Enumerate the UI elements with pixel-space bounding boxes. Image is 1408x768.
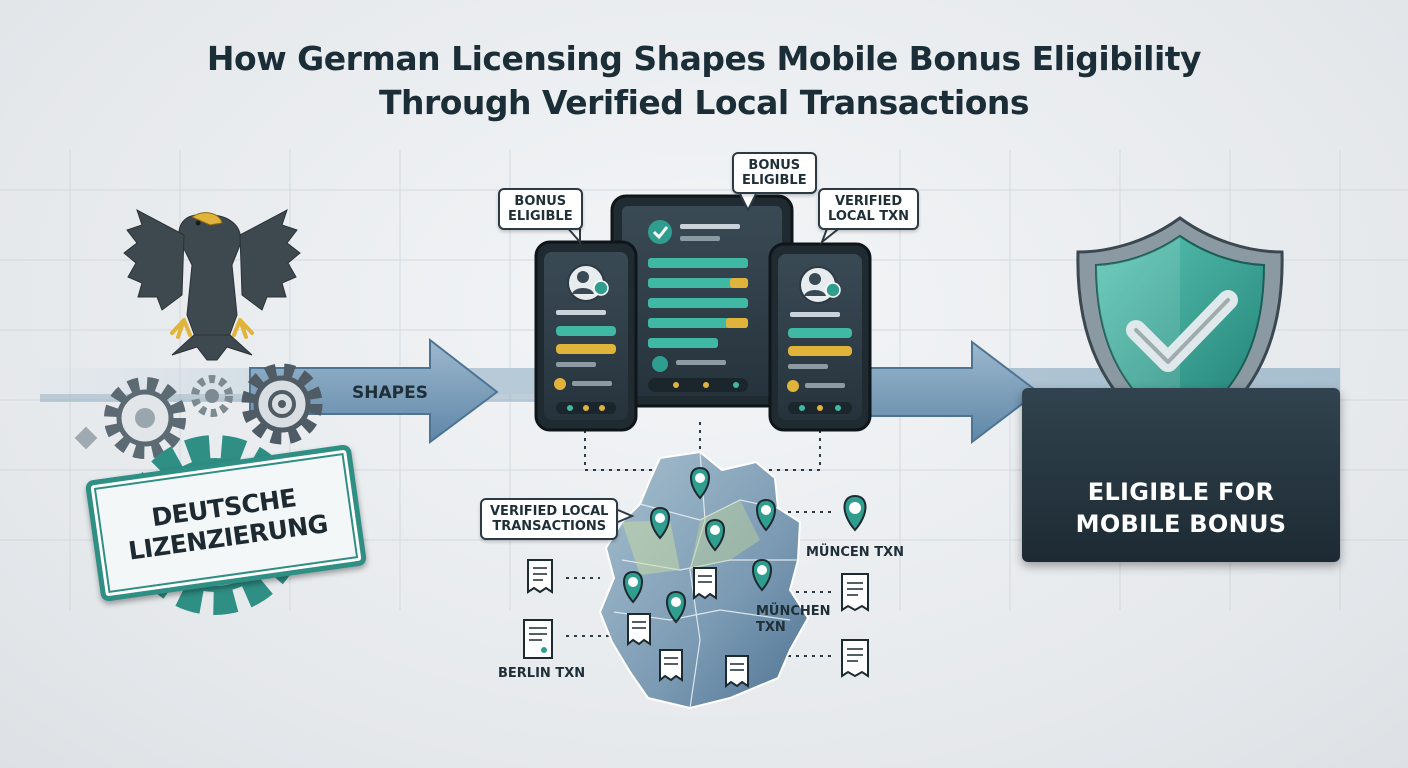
eagle-icon — [123, 208, 301, 361]
result-arrow — [859, 339, 1040, 445]
tablet-icon — [610, 194, 794, 408]
location-pin-icons — [623, 466, 867, 624]
receipt-icons — [523, 559, 869, 689]
arrow-label: SHAPES — [352, 383, 428, 403]
gear-icon-small — [191, 375, 233, 417]
phone-icon-left — [534, 240, 638, 432]
label-munchen-top: MÜNCEN TXN — [806, 545, 904, 560]
gear-icon-right — [241, 363, 323, 445]
gear-icon — [104, 377, 186, 459]
callout-tails — [565, 193, 843, 523]
page-title-line-2: Through Verified Local Transactions — [378, 83, 1030, 122]
label-berlin-txn: BERLIN TXN — [498, 666, 586, 681]
page-title-line-1: How German Licensing Shapes Mobile Bonus… — [206, 39, 1202, 78]
decor-diamond — [74, 426, 98, 450]
phone-icon-right — [768, 242, 872, 432]
eligible-result-panel — [1022, 388, 1340, 562]
